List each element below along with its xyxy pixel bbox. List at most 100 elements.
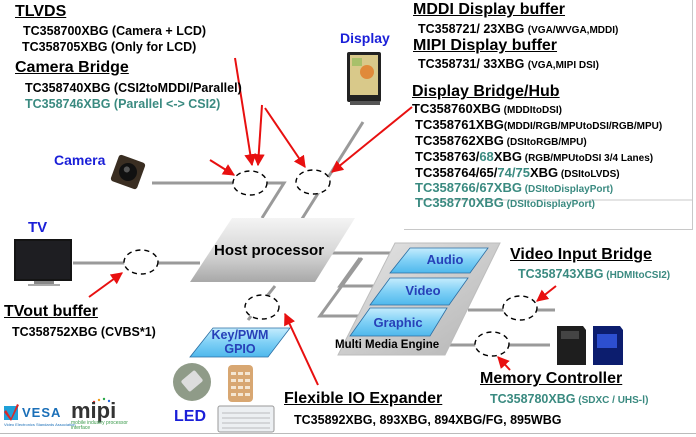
tv-device-label: TV: [28, 219, 48, 236]
part-detail: (MDDI/RGB/MPUtoDSI/RGB/MPU): [503, 121, 663, 132]
arrow-display-bridge: [331, 106, 413, 173]
arrow-camera-bridge-1: [264, 107, 306, 168]
arrow-tlvds: [234, 57, 257, 167]
keyboard-device-icon: [217, 405, 275, 433]
video-label: Video: [405, 283, 441, 298]
part-number: TC358764/65/: [415, 165, 498, 180]
part-number: TC358760XBG: [412, 101, 501, 116]
arrow-tvout: [88, 272, 123, 298]
mipi-buffer-title: MIPI Display buffer: [413, 37, 558, 54]
display-bridge-item-2: TC358761XBG(MDDI/RGB/MPUtoDSI/RGB/MPU): [415, 117, 662, 132]
tvout-buffer-part: TC358752XBG (CVBS*1): [12, 325, 156, 339]
video-input-bridge-part: TC358743XBG (HDMItoCSI2): [518, 267, 670, 281]
tlvds-item-2: TC358705XBG (Only for LCD): [22, 40, 197, 54]
mipi-logo-text: mipi: [71, 398, 117, 423]
multimedia-engine-label: Multi Media Engine: [335, 339, 440, 351]
part-detail: (DSItoDisplayPort): [521, 184, 614, 195]
arrow-camera: [209, 159, 236, 176]
display-bridge-item-5: TC358764/65/74/75XBG (DSItoLVDS): [415, 165, 620, 180]
gpio-label-line2: GPIO: [224, 342, 256, 356]
video-input-bridge-title: Video Input Bridge: [510, 246, 652, 263]
display-bridge-item-7: TC358770XBG (DSItoDisplayPort): [415, 195, 595, 210]
arrow-memory: [497, 356, 511, 371]
part-number: TC358763/: [415, 149, 480, 164]
part-detail: (RGB/MPUtoDSI 3/4 Lanes): [521, 153, 654, 164]
display-bridge-title: Display Bridge/Hub: [412, 83, 560, 100]
audio-label: Audio: [426, 252, 464, 267]
mipi-logo-subtitle: mobile industry processor interface: [71, 420, 128, 431]
display-bridge-item-3: TC358762XBG (DSItoRGB/MPU): [415, 133, 587, 148]
part-suffix: XBG: [529, 165, 559, 180]
camera-to-host-link: [260, 181, 287, 219]
tv-device-icon: [14, 239, 72, 286]
io-expander-title: Flexible IO Expander: [284, 390, 443, 407]
part-detail: (MDDItoDSI): [500, 105, 562, 116]
memory-controller-part: TC358780XBG (SDXC / UHS-Ⅰ): [490, 392, 648, 406]
part-variant: 68: [479, 149, 494, 164]
tlvds-title: TLVDS: [15, 3, 67, 20]
sd-card-icon-2: [593, 326, 623, 365]
part-number: TC358762XBG: [415, 133, 504, 148]
mddi-buffer-title: MDDI Display buffer: [413, 1, 566, 18]
mipi-buffer-part-number: TC358731/ 33XBG: [418, 57, 525, 71]
host-processor-block: [190, 218, 355, 282]
graphic-block: [349, 307, 448, 337]
part-detail: (DSItoLVDS): [558, 169, 620, 180]
led-device-label: LED: [174, 408, 206, 425]
display-bridge-item-4: TC358763/68XBG (RGB/MPUtoDSI 3/4 Lanes): [415, 149, 653, 164]
part-detail: (DSItoRGB/MPU): [503, 137, 587, 148]
display-bridge-item-1: TC358760XBG (MDDItoDSI): [412, 101, 562, 116]
video-input-interface: [502, 295, 538, 321]
vesa-logo: [4, 404, 19, 421]
display-device-label: Display: [340, 30, 390, 46]
camera-device-label: Camera: [54, 152, 106, 168]
arrow-io-expander: [284, 312, 319, 386]
video-block: [369, 277, 469, 306]
mipi-buffer-detail: (VGA,MIPI DSI): [527, 60, 599, 71]
tvout-buffer-title: TVout buffer: [4, 303, 98, 320]
camera-bridge-item-1: TC358740XBG (CSI2toMDDI/Parallel): [25, 81, 242, 95]
camera-interface: [232, 170, 268, 196]
host-processor-label: Host processor: [214, 242, 325, 259]
part-variant: 74/75: [497, 165, 530, 180]
display-bridge-item-6: TC358766/67XBG (DSItoDisplayPort): [415, 180, 613, 195]
memory-controller-title: Memory Controller: [480, 370, 623, 387]
io-expander-parts: TC35892XBG, 893XBG, 894XBG/FG, 895WBG: [294, 413, 562, 427]
audio-block: [389, 247, 489, 274]
camera-device-icon: [110, 154, 146, 190]
part-number: TC358743XBG: [518, 267, 604, 281]
part-number: TC358766/67XBG: [415, 180, 522, 195]
gpio-label-line1: Key/PWM: [211, 328, 269, 342]
mipi-buffer-part: TC358731/ 33XBG (VGA,MIPI DSI): [418, 57, 599, 71]
host-mme-link-3: [317, 257, 364, 318]
camera-bridge-item-2: TC358746XBG (Parallel <-> CSI2): [25, 97, 221, 111]
part-detail: (DSItoDisplayPort): [503, 199, 596, 210]
memory-interface: [474, 331, 510, 357]
arrows: [88, 57, 557, 386]
mddi-buffer-part: TC358721/ 23XBG (VGA/WVGA,MDDI): [418, 22, 618, 36]
arrow-video-input: [536, 285, 557, 302]
mddi-buffer-part-number: TC358721/ 23XBG: [418, 22, 525, 36]
gpio-block: [189, 327, 291, 358]
bottom-divider: [0, 433, 696, 434]
part-detail: (SDXC / UHS-Ⅰ): [575, 395, 649, 406]
camera-bridge-title: Camera Bridge: [15, 59, 129, 76]
vesa-logo-subtitle: Video Electronics Standards Association: [4, 422, 76, 427]
display-products-frame: [404, 0, 693, 230]
sd-card-icon-1: [557, 326, 586, 365]
tlvds-item-1: TC358700XBG (Camera + LCD): [23, 24, 207, 38]
arrow-camera-bridge-2: [252, 104, 265, 167]
part-number: TC358780XBG: [490, 392, 576, 406]
keypad-device-icon: [228, 365, 253, 402]
graphic-label: Graphic: [373, 315, 423, 330]
mipi-logo-dots: [92, 397, 111, 404]
display-interface: [295, 169, 331, 195]
part-suffix: XBG: [493, 149, 522, 164]
vesa-logo-text: VESA: [22, 405, 62, 420]
tv-interface: [123, 249, 159, 275]
gpio-label: Key/PWM GPIO: [205, 328, 275, 356]
led-device-icon: [173, 363, 211, 401]
part-number: TC358761XBG: [415, 117, 504, 132]
mddi-buffer-detail: (VGA/WVGA,MDDI): [527, 25, 619, 36]
